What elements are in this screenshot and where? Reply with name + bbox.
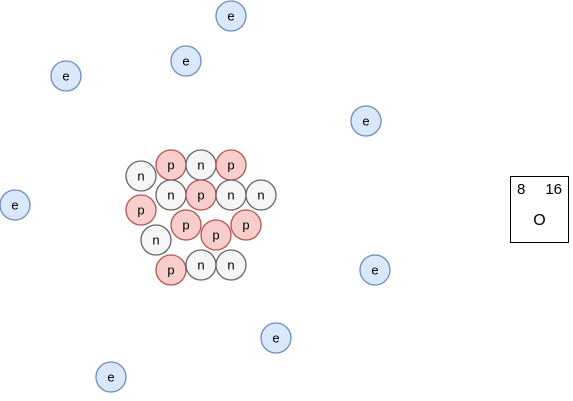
proton: p	[230, 209, 262, 241]
neutron: n	[215, 249, 247, 281]
proton-label: p	[137, 202, 144, 217]
proton: p	[170, 209, 202, 241]
neutron-label: n	[257, 187, 264, 202]
neutron-label: n	[137, 168, 144, 183]
neutron: n	[155, 179, 187, 211]
proton-label: p	[227, 157, 234, 172]
proton-label: p	[242, 217, 249, 232]
electron-label: e	[362, 113, 369, 128]
electron: e	[0, 189, 31, 221]
neutron-label: n	[227, 257, 234, 272]
electron-circle	[50, 60, 82, 92]
electron-circle	[95, 361, 127, 393]
electron-label: e	[62, 68, 69, 83]
proton-circle	[155, 254, 187, 286]
electron: e	[260, 322, 292, 354]
electron-circle	[359, 254, 391, 286]
neutron: n	[185, 249, 217, 281]
proton-circle	[170, 209, 202, 241]
neutron: n	[215, 179, 247, 211]
electron: e	[359, 254, 391, 286]
neutron-label: n	[197, 257, 204, 272]
mass-number: 16	[545, 181, 562, 198]
neutron-label: n	[197, 157, 204, 172]
electron: e	[95, 361, 127, 393]
proton: p	[185, 179, 217, 211]
proton-label: p	[167, 262, 174, 277]
proton-label: p	[212, 227, 219, 242]
proton: p	[125, 194, 157, 226]
proton-circle	[230, 209, 262, 241]
proton: p	[200, 219, 232, 251]
proton-label: p	[167, 157, 174, 172]
element-card: 8 16 O	[510, 176, 569, 243]
neutron-circle	[125, 160, 157, 192]
neutron-label: n	[167, 187, 174, 202]
electron-label: e	[107, 369, 114, 384]
electron-circle	[260, 322, 292, 354]
atomic-number: 8	[517, 181, 526, 198]
neutron-circle	[140, 224, 172, 256]
neutron: n	[125, 160, 157, 192]
electron-label: e	[182, 53, 189, 68]
neutron: n	[140, 224, 172, 256]
electron-label: e	[227, 8, 234, 23]
electron: e	[50, 60, 82, 92]
electron-circle	[215, 0, 247, 32]
proton-label: p	[182, 217, 189, 232]
electron-circle	[350, 105, 382, 137]
proton-circle	[200, 219, 232, 251]
element-symbol: O	[533, 212, 546, 229]
electron-label: e	[11, 197, 18, 212]
electron: e	[350, 105, 382, 137]
electron-circle	[170, 45, 202, 77]
proton: p	[215, 149, 247, 181]
neutron-label: n	[227, 187, 234, 202]
electron: e	[170, 45, 202, 77]
electron: e	[215, 0, 247, 32]
proton: p	[155, 149, 187, 181]
proton-label: p	[197, 187, 204, 202]
neutron-label: n	[152, 232, 159, 247]
neutron: n	[185, 149, 217, 181]
neutron-circle	[215, 249, 247, 281]
electron-circle	[0, 189, 31, 221]
electron-label: e	[371, 262, 378, 277]
proton-circle	[125, 194, 157, 226]
neutron-circle	[245, 179, 277, 211]
neutron: n	[245, 179, 277, 211]
proton: p	[155, 254, 187, 286]
electron-label: e	[272, 330, 279, 345]
